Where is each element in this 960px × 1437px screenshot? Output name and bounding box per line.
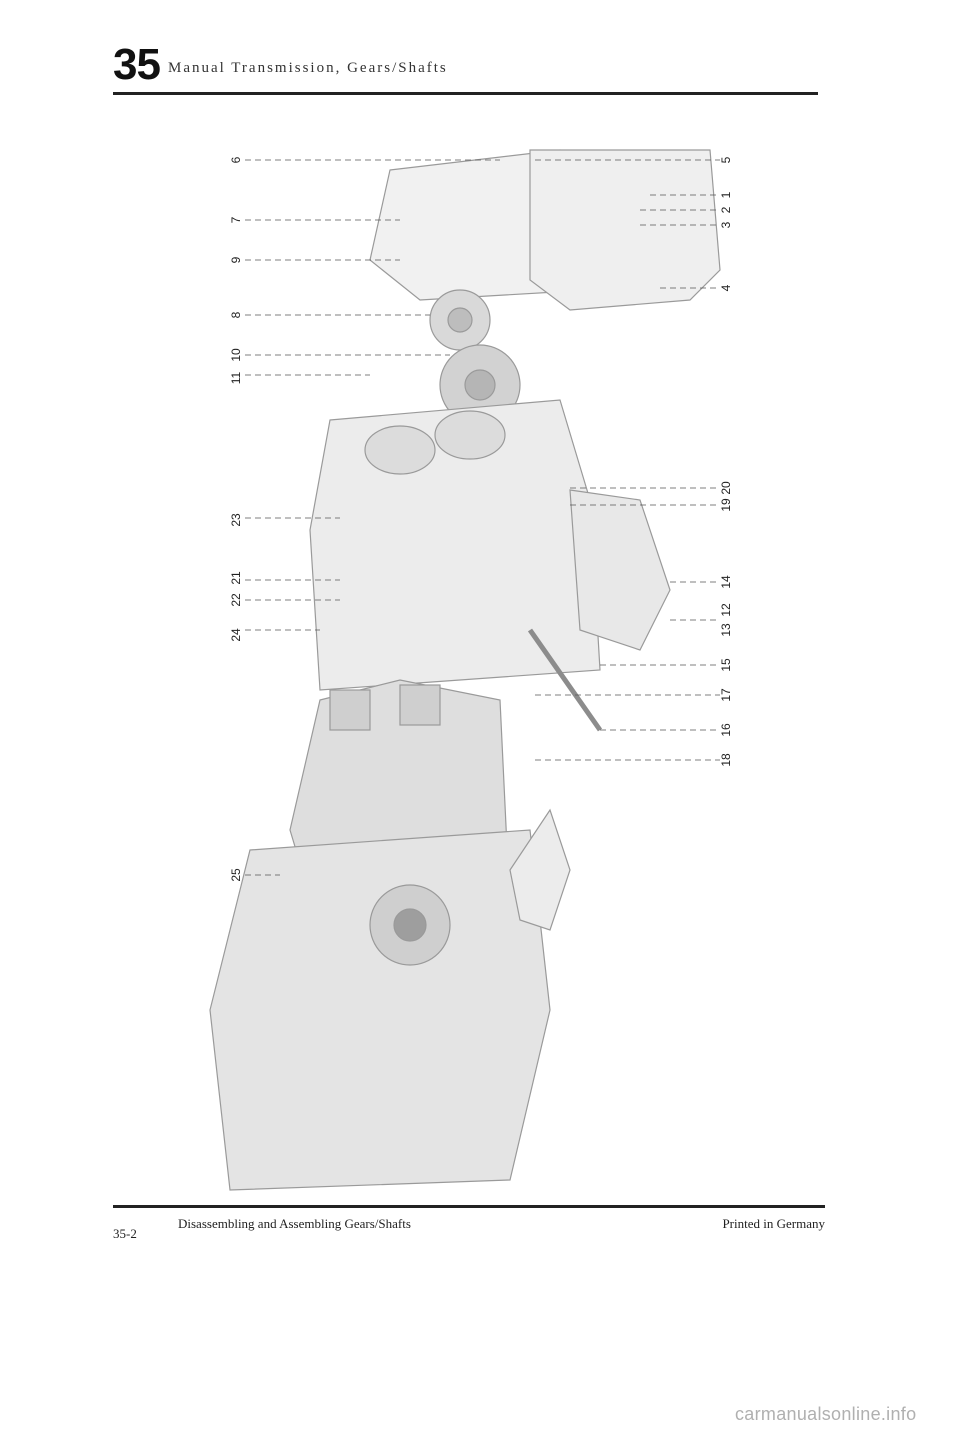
callout-6: 6 <box>229 156 243 163</box>
callout-13: 13 <box>719 623 733 637</box>
callout-23: 23 <box>229 513 243 527</box>
exploded-view-figure: 6 7 9 8 10 11 23 21 22 24 25 5 1 2 3 4 2… <box>170 110 800 1200</box>
page-number: 35-2 <box>113 1226 137 1241</box>
watermark: carmanualsonline.info <box>735 1404 917 1424</box>
page-footer: 35-2 Disassembling and Assembling Gears/… <box>113 1216 825 1241</box>
callout-16: 16 <box>719 723 733 737</box>
printed-note: Printed in Germany <box>722 1216 825 1231</box>
callout-24: 24 <box>229 628 243 642</box>
callout-3: 3 <box>719 221 733 228</box>
callout-18: 18 <box>719 753 733 767</box>
callout-10: 10 <box>229 348 243 362</box>
section-title: Disassembling and Assembling Gears/Shaft… <box>178 1216 411 1231</box>
callout-9: 9 <box>229 256 243 263</box>
callout-4: 4 <box>719 284 733 291</box>
footer-divider <box>113 1205 825 1208</box>
chapter-number: 35 <box>113 40 161 89</box>
callout-14: 14 <box>719 575 733 589</box>
page-header: 35 Manual Transmission, Gears/Shafts <box>113 40 823 100</box>
header-divider <box>113 92 818 95</box>
callout-20: 20 <box>719 481 733 495</box>
callout-17: 17 <box>719 688 733 702</box>
callout-25: 25 <box>229 868 243 882</box>
callout-5: 5 <box>719 156 733 163</box>
callout-8: 8 <box>229 311 243 318</box>
callout-19: 19 <box>719 498 733 512</box>
callout-12: 12 <box>719 603 733 617</box>
callout-2: 2 <box>719 206 733 213</box>
callout-11: 11 <box>229 371 243 384</box>
transmission-exploded-diagram: 6 7 9 8 10 11 23 21 22 24 25 5 1 2 3 4 2… <box>209 149 733 1191</box>
callout-22: 22 <box>229 593 243 607</box>
callout-7: 7 <box>229 216 243 223</box>
callout-15: 15 <box>719 658 733 672</box>
callout-1: 1 <box>719 191 733 198</box>
chapter-title: Manual Transmission, Gears/Shafts <box>168 60 448 76</box>
callout-21: 21 <box>229 571 243 585</box>
